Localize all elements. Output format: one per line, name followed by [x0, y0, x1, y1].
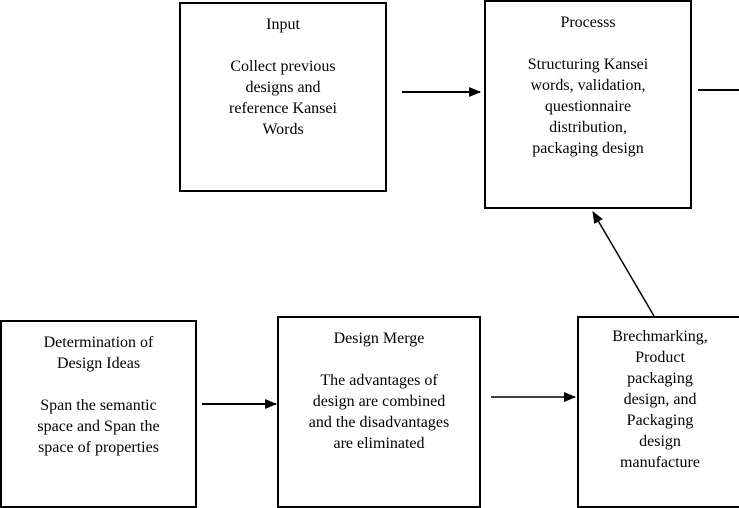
design-merge-description: The advantages of design are combined an…	[308, 372, 450, 452]
design-ideas-description: Span the semantic space and Span the spa…	[37, 397, 160, 456]
design-merge-node: Design Merge The advantages of design ar…	[277, 316, 481, 508]
process-description: Structuring Kansei words, validation, qu…	[527, 56, 649, 157]
benchmarking-description: Brechmarking, Product packaging design, …	[612, 328, 708, 471]
process-title: Processs	[560, 14, 616, 31]
arrow-benchmarking-to-process	[592, 211, 655, 317]
design-ideas-title: Determination of Design Ideas	[43, 334, 154, 372]
input-description: Collect previous designs and reference K…	[229, 58, 337, 138]
process-node: Processs Structuring Kansei words, valid…	[484, 0, 692, 209]
input-node: Input Collect previous designs and refer…	[179, 2, 387, 192]
design-merge-title: Design Merge	[333, 330, 425, 347]
design-ideas-node: Determination of Design Ideas Span the s…	[0, 320, 197, 508]
benchmarking-node: Brechmarking, Product packaging design, …	[577, 316, 739, 508]
input-title: Input	[266, 16, 300, 33]
